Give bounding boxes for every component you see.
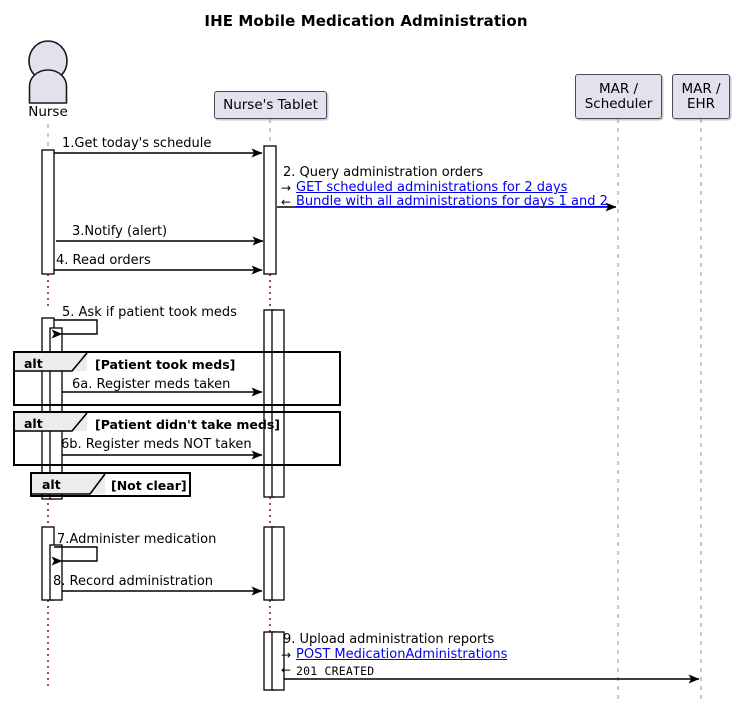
lifeline-gap-markers xyxy=(47,274,271,690)
participant-label-ehr-line1: MAR / xyxy=(681,80,721,97)
message-label-9: 9. Upload administration reports xyxy=(283,632,495,647)
message-label-7: 7.Administer medication xyxy=(57,532,217,547)
http-response-arrow-icon-1: ← xyxy=(281,195,292,209)
participant-nurses-tablet[interactable]: Nurse's Tablet xyxy=(214,91,327,119)
http-link-bundle-administrations[interactable]: Bundle with all administrations for days… xyxy=(296,194,608,209)
message-label-6a: 6a. Register meds taken xyxy=(72,377,231,392)
participant-label-tablet: Nurse's Tablet xyxy=(223,96,318,113)
http-response-arrow-icon-2: ← xyxy=(281,663,292,677)
participant-label-nurse: Nurse xyxy=(28,104,68,120)
participant-mar-scheduler[interactable]: MAR / Scheduler xyxy=(575,74,662,119)
http-status-201-created: 201 CREATED xyxy=(296,664,375,678)
fragment-condition-alt-3: [Not clear] xyxy=(111,478,187,493)
message-label-3: 3.Notify (alert) xyxy=(72,224,168,239)
message-label-8: 8. Record administration xyxy=(53,574,214,589)
fragment-tag-alt-2: alt xyxy=(24,416,43,431)
combined-fragments xyxy=(13,351,341,497)
fragment-tag-alt-1: alt xyxy=(24,356,43,371)
message-arrows xyxy=(51,148,700,684)
fragment-tag-alt-3: alt xyxy=(42,477,61,492)
message-label-5: 5. Ask if patient took meds xyxy=(62,305,237,320)
message-label-6b: 6b. Register meds NOT taken xyxy=(61,437,252,452)
http-link-get-scheduled-administrations[interactable]: GET scheduled administrations for 2 days xyxy=(296,180,568,195)
participant-label-scheduler-line1: MAR / xyxy=(598,80,639,97)
participant-label-ehr-line2: EHR xyxy=(686,95,716,112)
fragment-condition-alt-2: [Patient didn't take meds] xyxy=(95,417,280,432)
fragment-condition-alt-1: [Patient took meds] xyxy=(95,357,236,372)
message-label-2: 2. Query administration orders xyxy=(283,165,484,180)
message-label-1: 1.Get today's schedule xyxy=(62,136,212,151)
lifelines xyxy=(47,119,702,703)
http-request-arrow-icon-2: → xyxy=(281,648,292,662)
http-request-arrow-icon-1: → xyxy=(281,181,292,195)
participant-label-scheduler-line2: Scheduler xyxy=(584,95,653,112)
http-link-post-medicationadministrations[interactable]: POST MedicationAdministrations xyxy=(296,647,508,662)
actor-nurse-figure xyxy=(28,40,68,104)
message-label-4: 4. Read orders xyxy=(56,253,151,268)
page-title: IHE Mobile Medication Administration xyxy=(204,12,528,30)
participant-mar-ehr[interactable]: MAR / EHR xyxy=(672,74,730,119)
